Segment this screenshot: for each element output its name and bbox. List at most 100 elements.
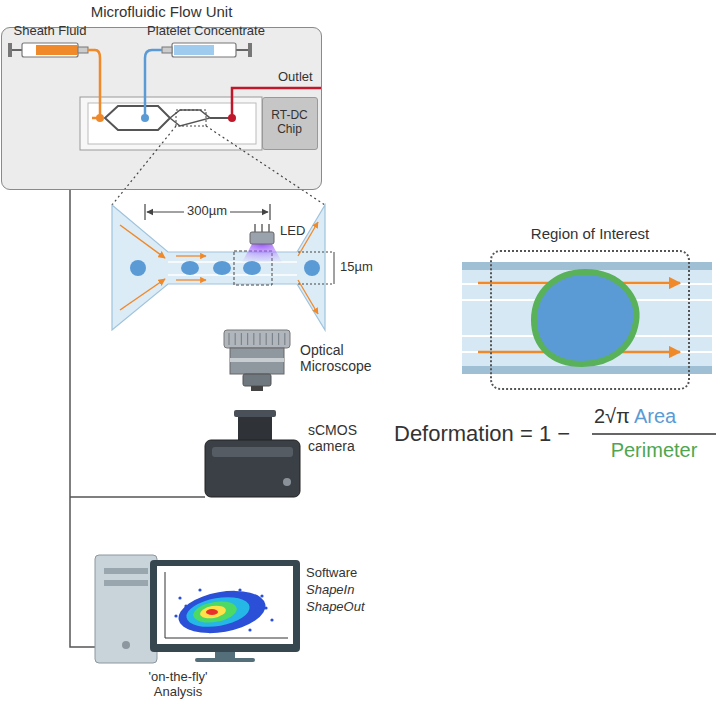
computer-tower [95,555,157,663]
box-label: RT-DC Chip [266,109,314,137]
knurling [247,333,248,345]
dimension-line [147,211,268,212]
scatter-plot [175,585,269,640]
scatter-plot [206,609,218,615]
channel-band [462,262,712,374]
formula-area: Area [634,405,676,428]
fluid-label: Sheath Fluid [14,24,87,39]
scatter-plot [165,638,288,639]
led-light [250,232,274,244]
channel-constriction [298,222,318,256]
chip-holder: RT-DC Chip [262,97,318,150]
computer-tower [122,641,130,649]
tubing [145,50,162,118]
led-light [261,224,263,232]
camera-label: sCMOS camera [308,422,388,454]
led-label: LED [280,224,305,239]
region-of-interest: Region of Interest [490,250,690,390]
platelet-syringe [174,45,214,55]
outlet-label: Outlet [278,70,313,85]
scatter-dots [174,588,273,631]
chip-slide [80,97,262,150]
led-light [254,224,256,232]
computer-monitor [150,560,300,662]
computer-monitor [157,566,293,644]
dimension-line [144,204,145,220]
inlet-dot [228,114,236,122]
fraction-bar [592,433,716,435]
scmos-camera [283,478,291,486]
microscope-objective [224,330,290,391]
platelet-syringe [162,43,252,57]
knurling [259,333,260,345]
channel-constriction [120,279,165,310]
scatter-plot [192,598,239,625]
scatter-plot [184,593,252,632]
platelet-cell [213,261,231,275]
scmos-camera [212,447,293,457]
chip-slide [105,106,170,130]
deformed-cell [534,272,637,364]
signal-wire [70,496,205,498]
dimension-line [145,204,270,220]
channel-constriction [176,279,206,280]
fluid-label: Platelet Concentrate [147,24,265,39]
tubing [88,50,322,118]
tubing [88,50,100,118]
platelet-cell [304,260,320,276]
formula-perimeter: Perimeter [611,439,698,462]
sheath-syringe [78,47,88,53]
sheath-syringe [36,45,78,55]
chip-slide [176,110,206,126]
analysis-label: 'on-the-fly' Analysis [123,670,233,700]
platelet-cell [181,261,199,275]
scatter-plot [165,572,166,638]
computer-monitor [150,560,300,652]
scatter-dots [184,604,187,607]
knurling [278,333,279,345]
scatter-dots [174,614,177,617]
led-light [242,244,282,262]
platelet-syringe [236,49,250,51]
zoom-line [206,126,325,205]
dimension-label: 15µm [340,260,373,275]
software-name: ShapeIn [306,583,354,598]
channel-constriction [120,225,165,258]
knurling [253,333,254,345]
zoom-line [112,126,176,205]
chip-slide [170,110,210,126]
scatter-dots [248,628,251,631]
scatter-dots [264,606,267,609]
dimension-line [269,204,270,220]
chip-slide [80,97,262,150]
microscope-objective [251,386,263,391]
knurling [241,333,242,345]
scatter-dots [178,596,181,599]
knurling [284,333,285,345]
computer-monitor [195,658,255,662]
platelet-cell [130,260,320,276]
width-bracket [298,284,334,285]
scatter-dots [260,594,263,597]
signal-wire [70,190,95,647]
platelet-syringe [162,47,172,53]
knurling [266,333,267,345]
channel-constriction [112,205,325,330]
led-light [242,224,282,262]
channel-constriction [176,255,206,256]
led-light [268,224,270,232]
computer-tower [104,580,148,586]
scatter-dots [270,618,273,621]
platelet-cell [130,260,146,276]
knurling [229,333,285,345]
knurling [235,333,236,345]
panel-ground [1,27,322,190]
sheath-syringe [22,43,78,57]
tubing [232,88,322,118]
software-name: ShapeOut [306,600,365,615]
scatter-dots [188,626,191,629]
channel-constriction [298,280,318,314]
dimension-label: 300µm [184,204,230,219]
computer-tower [104,568,148,574]
panel-ground [1,27,322,190]
